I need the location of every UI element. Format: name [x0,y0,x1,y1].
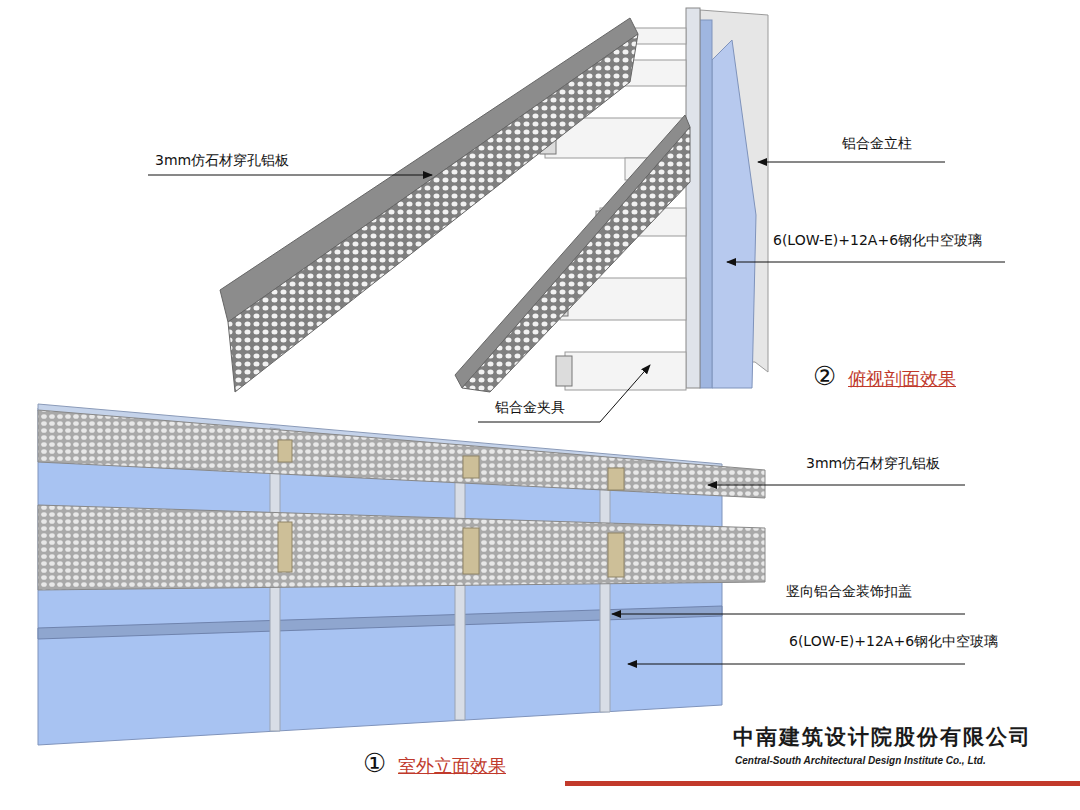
transom [38,606,722,639]
callout-label: 6(LOW-E)+12A+6钢化中空玻璃 [773,232,982,249]
callout-label: 铝合金夹具 [495,399,565,416]
callout-label: 6(LOW-E)+12A+6钢化中空玻璃 [789,633,998,650]
company-name: 中南建筑设计院股份有限公司 [733,725,1032,750]
perforated-panel-face [228,34,638,392]
insulated-glass [712,40,756,388]
aluminium-mullion [686,8,700,388]
accent-bar [565,781,1080,786]
perforated-band [38,505,765,590]
callout-label: 竖向铝合金装饰扣盖 [786,583,912,600]
callout-label: 3mm仿石材穿孔铝板 [155,152,289,169]
view-title: 俯视剖面效果 [848,368,956,390]
view-number: ① [363,748,386,779]
glass-edge [700,20,712,388]
perforated-panel-face [462,127,690,392]
perforated-panel-top [455,115,690,388]
callout-label: 铝合金立柱 [842,135,912,152]
perforated-band [38,410,765,498]
band-brackets [278,440,624,577]
callout-label: 3mm仿石材穿孔铝板 [806,455,940,472]
view-title: 室外立面效果 [398,755,506,777]
view-number: ② [813,361,836,392]
company-name-english: Central-South Architectural Design Insti… [735,755,986,767]
leader-lines [148,162,1005,664]
